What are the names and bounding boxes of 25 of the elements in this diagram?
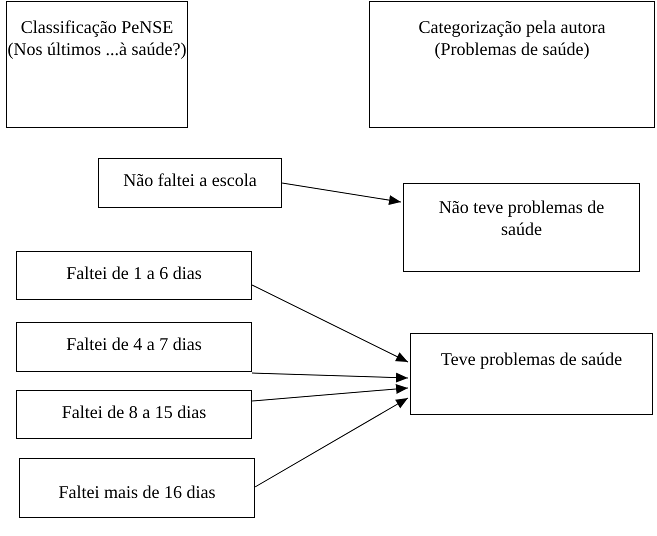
box-text: Faltei mais de 16 dias [58, 481, 216, 503]
text-box [16, 322, 252, 372]
text-box [98, 158, 282, 208]
text-box [410, 333, 653, 415]
text-box [6, 1, 188, 128]
text-box [403, 183, 640, 272]
box-text: Faltei de 8 a 15 dias [62, 401, 206, 423]
box-text: Não teve problemas de saúde [438, 196, 606, 240]
arrow [282, 182, 402, 206]
text-box [16, 390, 252, 439]
text-box [16, 251, 252, 300]
box-text: Não faltei a escola [123, 169, 257, 191]
text-box [369, 1, 655, 128]
box-text: Faltei de 1 a 6 dias [66, 262, 202, 284]
box-text: Faltei de 4 a 7 dias [66, 333, 202, 355]
box-text: (Problemas de saúde) [434, 38, 590, 60]
box-text: Teve problemas de saúde [440, 348, 622, 370]
arrow [252, 384, 408, 402]
text-box [19, 458, 255, 518]
box-text: Classificação PeNSE [20, 16, 174, 38]
arrow [252, 284, 408, 362]
box-text: Categorização pela autora [418, 16, 606, 38]
box-text: (Nos últimos ...à saúde?) [8, 38, 186, 60]
arrow [254, 398, 408, 488]
arrow [252, 372, 408, 383]
